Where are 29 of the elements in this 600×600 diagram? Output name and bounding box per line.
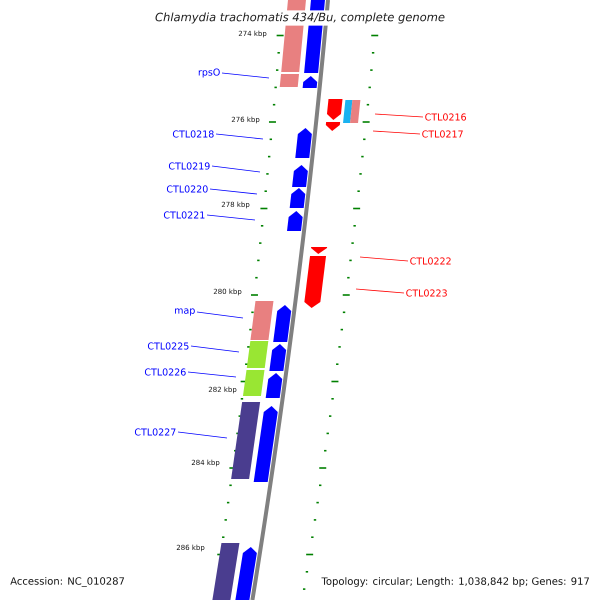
gene-label: CTL0227 [134,428,176,436]
gene-label: CTL0220 [166,185,208,193]
leader-line [188,372,236,378]
gene-label: CTL0218 [172,130,214,138]
gene-label: CTL0216 [425,113,466,121]
accession-text: Accession: NC_010287 [10,577,124,587]
gene-label: CTL0222 [410,257,451,265]
leader-line [178,432,228,438]
gene-label: CTL0221 [164,211,204,219]
gene-label: CTL0226 [144,368,186,376]
leader-line [222,72,270,78]
gene-label: map [175,308,195,316]
gene-label: CTL0217 [422,130,463,138]
leader-line [190,346,240,352]
leader-line [216,134,264,140]
gene-label: CTL0223 [406,289,447,297]
leader-line [356,288,404,294]
gene-label: CTL0219 [168,162,210,170]
gene-label: CTL0225 [148,342,188,350]
leader-line [196,312,244,318]
leader-line [360,256,408,262]
genome-info-text: Topology: circular; Length: 1,038,842 bp; Genes: 917 [321,577,589,587]
leader-line [212,166,260,172]
title: Chlamydia trachomatis 434/Bu, complete genome [153,10,447,26]
leader-line [206,214,256,220]
leader-line [372,130,420,134]
leader-line [374,114,424,118]
leader-line [210,188,258,194]
gene-label: rpsO [198,68,220,78]
